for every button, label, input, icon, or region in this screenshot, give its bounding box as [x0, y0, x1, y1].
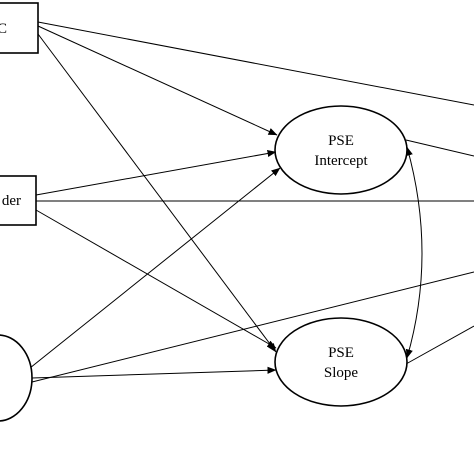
covariance-intercept-slope: [405, 146, 423, 359]
node-box-c-label: C: [0, 21, 7, 37]
pse-intercept-line1: PSE: [328, 133, 354, 149]
node-box-c: C: [0, 2, 39, 54]
edge-c-to-pse-intercept: [37, 25, 278, 136]
edge-ellipse-to-pse-intercept: [29, 167, 281, 369]
edge-der-to-pse-slope: [35, 209, 277, 349]
edge-ellipse-offscreen-right: [31, 271, 474, 383]
node-ellipse-left: [0, 334, 33, 422]
edge-der-to-pse-intercept: [35, 149, 277, 196]
node-pse-intercept: PSE Intercept: [274, 105, 408, 195]
node-box-der-label: der: [2, 193, 21, 209]
pse-intercept-line2: Intercept: [314, 153, 368, 169]
pse-slope-line1: PSE: [328, 345, 354, 361]
node-pse-slope: PSE Slope: [274, 317, 408, 407]
node-box-der: der: [0, 175, 37, 226]
edge-intercept-offscreen-right: [405, 139, 474, 157]
edge-ellipse-to-pse-slope: [31, 366, 277, 379]
edge-c-to-pse-slope: [37, 33, 277, 353]
edge-c-offscreen-right: [37, 21, 474, 106]
pse-slope-line2: Slope: [324, 365, 359, 381]
edge-slope-offscreen-right: [405, 325, 474, 365]
